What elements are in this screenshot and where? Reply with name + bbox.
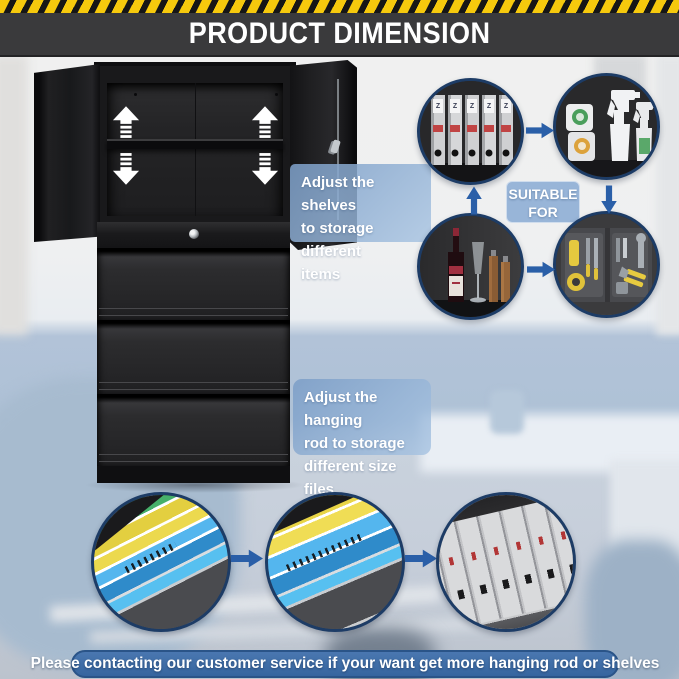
callout-line: Adjust the shelves — [301, 174, 375, 214]
spray-bottles-illustration — [556, 76, 657, 177]
callout-line: Adjust the hanging — [304, 389, 378, 429]
circle-wine-and-glasses — [417, 213, 524, 320]
drawer-1 — [97, 248, 290, 320]
background-cup — [490, 390, 524, 434]
tools-illustration — [556, 214, 657, 315]
cabinet-lock-rail — [97, 222, 290, 248]
circle-cleaning-supplies — [553, 73, 660, 180]
hazard-stripe-decoration — [0, 0, 679, 14]
wine-illustration — [420, 216, 521, 317]
drawer-3 — [97, 394, 290, 466]
cabinet-adjustable-shelf — [107, 139, 283, 149]
svg-text:Z: Z — [436, 103, 441, 110]
callout-line: rod to storage — [304, 435, 405, 452]
cabinet-top-lid — [94, 62, 296, 69]
callout-adjust-hanging-rod: Adjust the hanging rod to storage differ… — [293, 379, 431, 498]
flow-arrow-right-icon — [405, 549, 437, 568]
shelf-up-arrow-icon — [251, 106, 279, 138]
suitable-for-badge: SUITABLE FOR — [506, 181, 580, 223]
svg-text:Z: Z — [453, 103, 458, 110]
callout-line: to storage different — [301, 220, 374, 260]
shelf-down-arrow-icon — [112, 153, 140, 185]
keyhole-icon — [188, 229, 199, 239]
cabinet-back-seam — [195, 83, 196, 216]
shelf-up-arrow-icon — [112, 106, 140, 138]
header-banner: PRODUCT DIMENSION — [0, 0, 679, 57]
cabinet-base — [97, 466, 290, 483]
circle-white-binders: Z Z Z Z Z — [417, 78, 524, 185]
binders-illustration: Z Z Z Z Z — [420, 81, 521, 182]
cabinet-interior — [107, 83, 283, 216]
circle-file-organizers — [436, 492, 576, 632]
svg-text:Z: Z — [487, 103, 492, 110]
flow-arrow-right-icon — [527, 261, 555, 278]
flow-arrow-right-icon — [526, 122, 554, 139]
footer-note: Please contacting our customer service i… — [31, 650, 659, 678]
svg-text:Z: Z — [504, 103, 509, 110]
flow-arrow-down-icon — [601, 185, 617, 214]
shelf-shadow — [439, 495, 573, 536]
flow-arrow-up-icon — [466, 186, 482, 215]
banner-bar — [0, 13, 679, 57]
background-wall-streak — [656, 55, 679, 335]
page-title: PRODUCT DIMENSION — [188, 17, 491, 50]
shelf-peg-hole — [275, 93, 278, 96]
callout-line: items — [301, 266, 341, 283]
flow-arrow-right-icon — [231, 549, 263, 568]
drawer-2 — [97, 320, 290, 394]
callout-adjust-shelves: Adjust the shelves to storage different … — [290, 164, 431, 283]
circle-hanging-files-2 — [265, 492, 405, 632]
circle-hanging-files-1 — [91, 492, 231, 632]
svg-text:Z: Z — [470, 103, 475, 110]
cabinet-upper-cupboard — [100, 66, 290, 222]
circle-tool-kit — [553, 211, 660, 318]
cabinet-left-door — [34, 64, 100, 242]
shelf-peg-hole — [134, 93, 137, 96]
file-organizers-illustration — [439, 495, 573, 629]
background-wall-streak — [0, 55, 28, 335]
shelf-down-arrow-icon — [251, 153, 279, 185]
